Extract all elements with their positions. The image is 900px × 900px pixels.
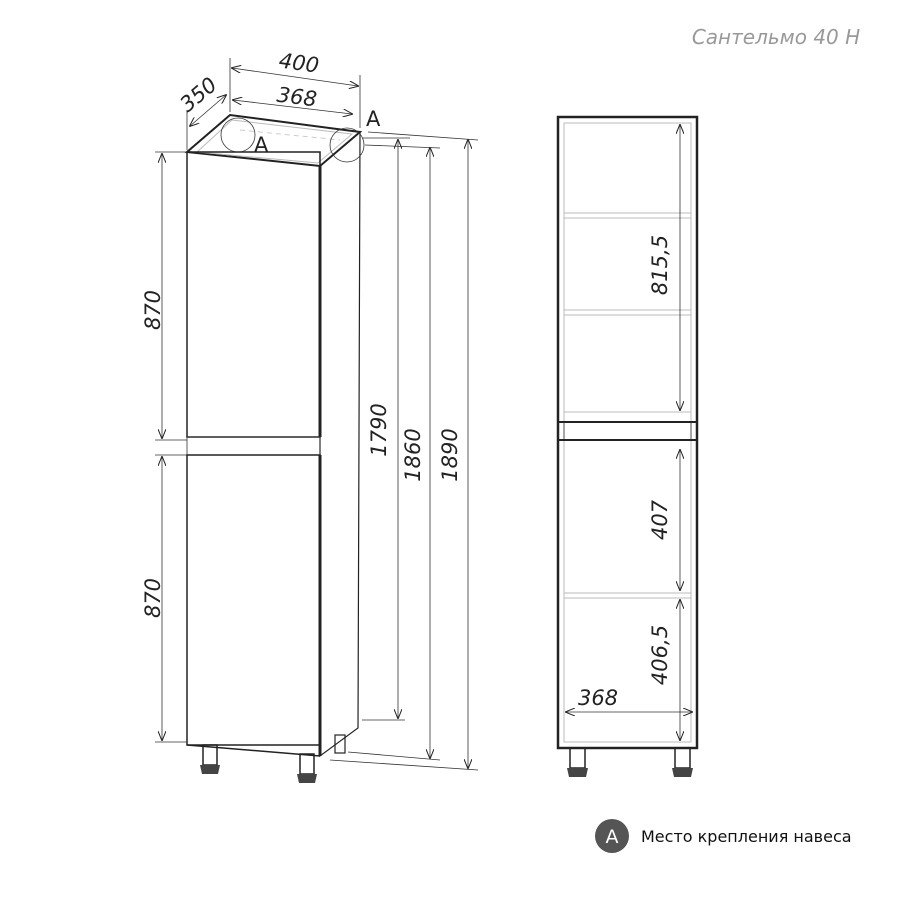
cabinet-top [184, 113, 363, 168]
legend-symbol: A [606, 826, 619, 848]
mount-point-circle-1 [220, 117, 256, 153]
mount-point-circle-2 [329, 127, 365, 163]
dim-height-1860: 1860 [401, 428, 425, 481]
dim-body-height: 1790 [367, 403, 391, 456]
dim-inner-width: 368 [578, 686, 618, 710]
cabinet-legs [200, 734, 346, 783]
cabinet-side-panel [319, 130, 361, 758]
dim-total-height: 1890 [438, 428, 462, 481]
cabinet-front-interior-view: 815,5 407 406,5 368 [556, 115, 699, 777]
mount-label-2: A [366, 107, 381, 131]
door-bottom [186, 454, 321, 746]
middle-rail-front [557, 421, 698, 441]
front-legs [567, 747, 693, 777]
legend: A Место крепления навеса [595, 819, 852, 853]
middle-rail [186, 436, 321, 456]
dim-door-bottom: 870 [141, 578, 165, 618]
dim-door-top: 870 [141, 290, 165, 330]
cabinet-isometric-view: A A 400 368 350 870 870 1790 1860 1890 [141, 48, 479, 783]
door-top [186, 151, 321, 438]
dim-width-inner: 368 [275, 83, 318, 112]
legend-text: Место крепления навеса [641, 827, 852, 846]
dim-width-outer: 400 [277, 48, 320, 77]
dim-depth: 350 [175, 73, 221, 117]
dim-lower-shelf: 406,5 [648, 625, 672, 685]
dim-middle-shelf: 407 [648, 499, 672, 540]
mount-label-1: A [254, 133, 269, 157]
product-title: Сантельмо 40 Н [692, 25, 860, 49]
legend-symbol-circle [595, 819, 629, 853]
dim-upper-section: 815,5 [648, 235, 672, 295]
